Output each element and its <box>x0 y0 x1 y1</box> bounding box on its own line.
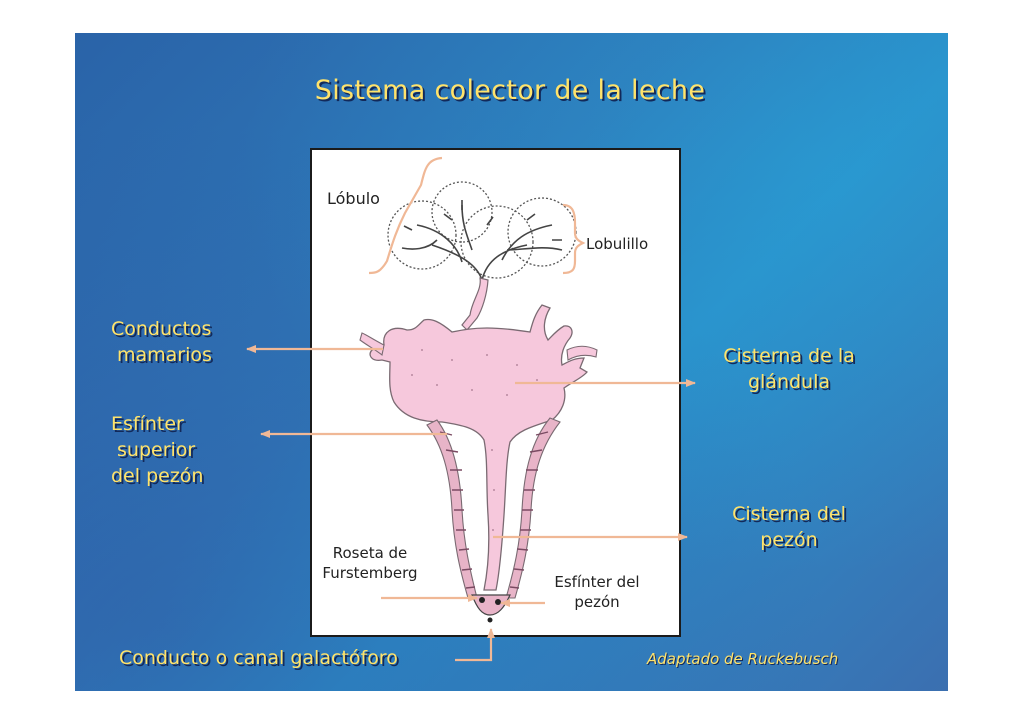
gland-cistern <box>369 304 588 591</box>
label-esfinter-pezon-line1: Esfínter del <box>554 573 640 591</box>
teat-opening-dot <box>487 617 493 623</box>
label-esfinter-sup-line1: Esfínter <box>111 413 184 435</box>
sphincter-dot <box>495 599 501 605</box>
duct-stub-right <box>566 345 598 361</box>
label-cisterna-pezon-line1: Cisterna del <box>732 503 846 525</box>
label-lobulillo: Lobulillo <box>586 235 649 253</box>
label-cisterna-glandula-line2: glándula <box>747 371 831 393</box>
slide-background: Sistema colector de la leche <box>75 33 948 691</box>
label-esfinter-sup-line3: del pezón <box>111 465 204 487</box>
illustration-panel <box>310 148 681 637</box>
label-cisterna-pezon-line2: pezón <box>760 529 818 551</box>
label-conductos-mamarios: Conductos mamarios <box>111 316 212 368</box>
cistern-texture <box>411 349 538 531</box>
label-esfinter-pezon: Esfínter del pezón <box>537 572 657 612</box>
slide-title: Sistema colector de la leche <box>314 75 706 106</box>
rosette-dot <box>479 597 485 603</box>
label-conductos-line2: mamarios <box>117 344 212 366</box>
label-conducto-galactoforo: Conducto o canal galactóforo <box>119 647 398 669</box>
credit-text: Adaptado de Ruckebusch <box>647 650 839 668</box>
arrow-conducto-galactoforo <box>455 628 495 662</box>
label-cisterna-glandula: Cisterna de la glándula <box>699 343 879 395</box>
lobule-branches <box>401 200 563 281</box>
label-esfinter-superior: Esfínter superior del pezón <box>111 411 203 489</box>
label-esfinter-sup-line2: superior <box>117 439 196 461</box>
label-lobulo: Lóbulo <box>327 189 380 208</box>
label-roseta-line2: Furstemberg <box>322 564 418 582</box>
label-cisterna-glandula-line1: Cisterna de la <box>723 345 855 367</box>
label-conductos-line1: Conductos <box>111 318 212 340</box>
label-cisterna-pezon: Cisterna del pezón <box>699 501 879 553</box>
annotation-overlay <box>246 156 696 662</box>
label-esfinter-pezon-line2: pezón <box>574 593 620 611</box>
teat-wall-right <box>505 417 561 599</box>
brace-lobulo <box>368 156 443 275</box>
brace-lobulillo <box>562 203 586 275</box>
mammary-gland-illustration <box>359 181 598 623</box>
label-roseta-line1: Roseta de <box>332 544 408 562</box>
label-roseta: Roseta de Furstemberg <box>310 543 430 583</box>
